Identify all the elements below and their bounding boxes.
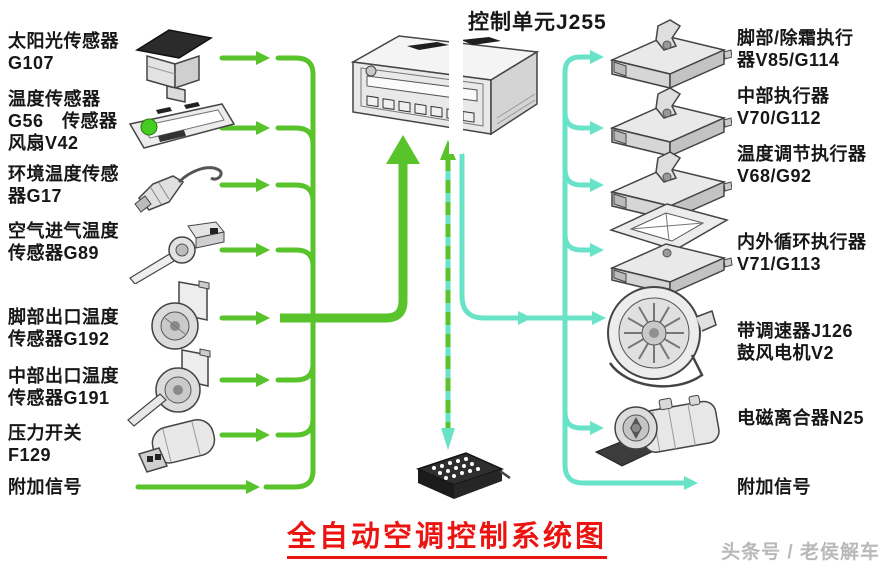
ambient-temp-sensor-icon [134, 166, 223, 213]
compressor-clutch-icon [594, 394, 720, 467]
sensor-label-intake: 空气进气温度传感器G89 [8, 221, 119, 263]
solar-sensor-icon [134, 29, 214, 103]
sensor-label-footwell-outlet: 脚部出口温度传感器G192 [8, 307, 119, 349]
diagram-title: 全自动空调控制系统图 [287, 513, 608, 559]
actuator-label-footwell-defrost: 脚部/除霜执行器V85/G114 [737, 28, 854, 70]
intake-air-temp-sensor-icon [129, 221, 225, 284]
sensor-label-aux-signal: 附加信号 [8, 477, 82, 497]
actuator-label-aux-signal: 附加信号 [737, 477, 811, 497]
center-outlet-temp-sensor-icon [127, 348, 211, 427]
control-unit-label: 控制单元J255 [468, 11, 607, 34]
watermark: 头条号 / 老侯解车 [721, 542, 880, 563]
blower-motor-icon [607, 286, 717, 388]
diagnostic-connector-icon [415, 452, 511, 499]
actuator-label-clutch: 电磁离合器N25 [737, 408, 865, 428]
flap-actuator-icon [609, 87, 732, 158]
pressure-switch-icon [137, 419, 216, 473]
footwell-outlet-temp-sensor-icon [151, 280, 210, 350]
sensor-label-ambient: 环境温度传感器G17 [8, 164, 119, 206]
ac-control-unit-icon [350, 26, 540, 154]
temp-sensor-fan-icon [128, 102, 236, 149]
sensor-label-center-outlet: 中部出口温度传感器G191 [8, 366, 119, 408]
recirculation-actuator-icon [608, 203, 733, 296]
